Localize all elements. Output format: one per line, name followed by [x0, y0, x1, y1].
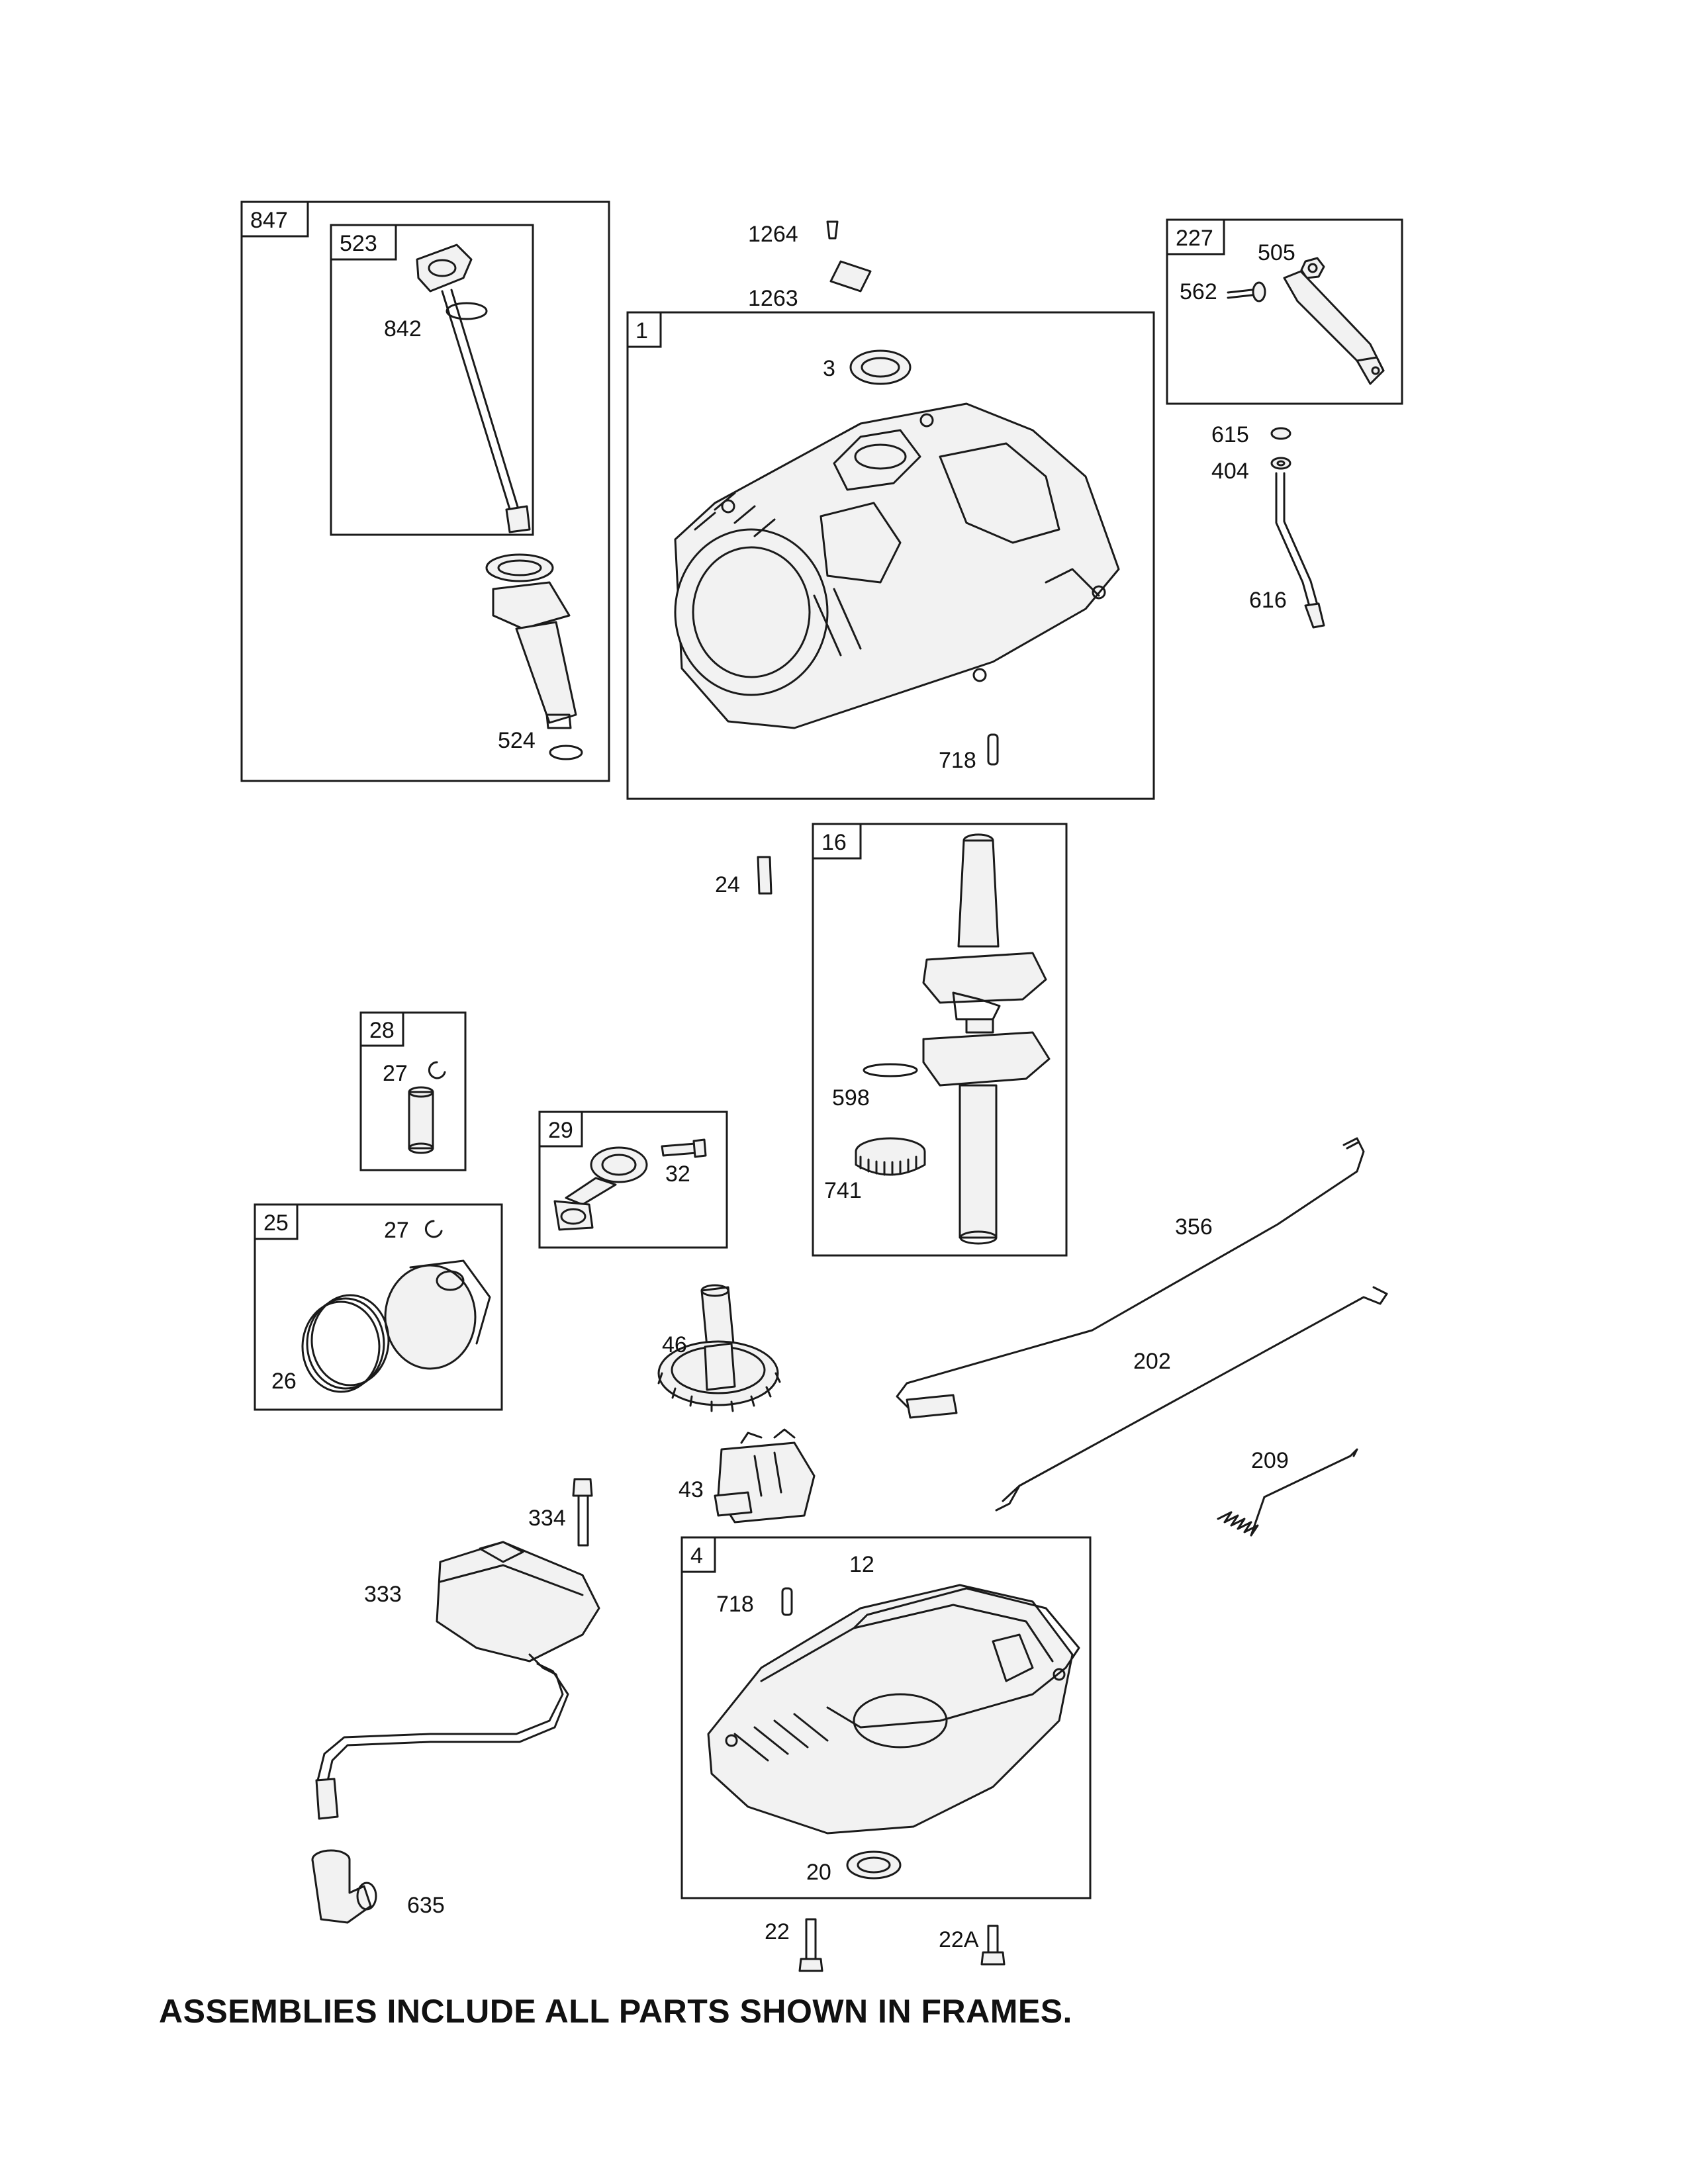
- cylinder-block-part: [674, 402, 1120, 729]
- gear-741-part: [855, 1137, 926, 1176]
- callout-24: 24: [715, 872, 740, 897]
- callout-404: 404: [1211, 459, 1249, 484]
- callout-209: 209: [1251, 1448, 1289, 1473]
- frame-227: 227 505 562: [1166, 218, 1403, 405]
- piston-part: [384, 1259, 491, 1370]
- sump-part: [707, 1584, 1080, 1835]
- callout-616: 616: [1249, 588, 1287, 613]
- frame-847-number: 847: [250, 208, 288, 233]
- frame-28: 28 27: [359, 1011, 467, 1171]
- dowel-718-part: [987, 733, 999, 766]
- frame-16-number: 16: [821, 830, 847, 855]
- nut-505-part: [1300, 257, 1325, 279]
- callout-562: 562: [1180, 279, 1217, 304]
- assemblies-note: ASSEMBLIES INCLUDE ALL PARTS SHOWN IN FR…: [159, 1993, 1072, 2030]
- frame-28-number: 28: [369, 1018, 395, 1043]
- callout-27-lower: 27: [384, 1218, 409, 1243]
- callout-46: 46: [662, 1332, 687, 1357]
- ring-598-part: [863, 1063, 918, 1077]
- callout-524: 524: [498, 728, 536, 753]
- callout-334: 334: [528, 1506, 566, 1531]
- plate-1263-part: [829, 260, 872, 293]
- frame-29-number: 29: [548, 1118, 573, 1143]
- callout-32: 32: [665, 1161, 690, 1187]
- bolt-22-part: [798, 1918, 823, 1972]
- governor-43-part: [714, 1428, 816, 1524]
- boot-635-part: [311, 1849, 377, 1924]
- frame-25: 25 27 26: [254, 1203, 503, 1411]
- bolt-22A-part: [980, 1925, 1006, 1966]
- callout-22: 22: [765, 1919, 790, 1944]
- frame-1-number: 1: [635, 318, 648, 343]
- frame-227-number: 227: [1176, 226, 1213, 251]
- connecting-rod-part: [553, 1146, 648, 1231]
- callout-718-top: 718: [939, 748, 976, 773]
- linkage-356-part: [896, 1137, 1365, 1419]
- callout-22A: 22A: [939, 1927, 979, 1952]
- callout-718-sump: 718: [716, 1592, 754, 1617]
- retainer-27-top-part: [428, 1061, 446, 1079]
- bolt-32-part: [661, 1138, 707, 1158]
- callout-1264: 1264: [748, 222, 798, 247]
- governor-shaft-616-part: [1275, 472, 1325, 629]
- washer-615-part: [1270, 427, 1291, 440]
- callout-43: 43: [679, 1477, 704, 1502]
- dipstick-part: [416, 244, 531, 533]
- callout-333: 333: [364, 1582, 402, 1607]
- dipstick-tube-part: [485, 553, 583, 760]
- oil-seal-20-part: [846, 1850, 902, 1880]
- piston-pin-part: [408, 1086, 434, 1154]
- retainer-27-lower-part: [424, 1220, 443, 1238]
- frame-25-number: 25: [263, 1210, 289, 1236]
- callout-3: 3: [823, 356, 835, 381]
- callout-26: 26: [271, 1369, 297, 1394]
- dowel-718-sump-part: [781, 1587, 793, 1616]
- washer-404-part: [1270, 457, 1291, 470]
- spring-209-part: [1217, 1448, 1358, 1537]
- frame-29: 29 32: [538, 1111, 728, 1249]
- frame-4-number: 4: [690, 1543, 703, 1569]
- frame-523: 523: [330, 224, 534, 536]
- bolt-1264-part: [826, 220, 839, 240]
- frame-523-number: 523: [340, 231, 377, 256]
- frame-4: 4 12 718 20: [680, 1536, 1092, 1899]
- frame-847: 847 523 842 524: [240, 201, 610, 782]
- linkage-202-part: [995, 1286, 1388, 1512]
- callout-842: 842: [384, 316, 422, 341]
- crankshaft-part: [922, 833, 1051, 1245]
- callout-20: 20: [806, 1860, 831, 1885]
- piston-rings-26-part: [301, 1294, 390, 1393]
- camshaft-46-part: [657, 1284, 781, 1412]
- bolt-562-part: [1227, 281, 1266, 302]
- key-24-part: [757, 856, 773, 895]
- bolt-334-part: [572, 1478, 593, 1547]
- frame-16: 16 598 741: [812, 823, 1068, 1257]
- governor-lever-part: [1283, 270, 1385, 385]
- callout-505: 505: [1258, 240, 1295, 265]
- callout-741: 741: [824, 1178, 862, 1203]
- frame-1: 1 3 718: [626, 311, 1155, 800]
- callout-635: 635: [407, 1893, 445, 1918]
- callout-202: 202: [1133, 1349, 1171, 1374]
- armature-333-part: [315, 1541, 600, 1820]
- callout-615: 615: [1211, 422, 1249, 447]
- callout-12: 12: [849, 1552, 874, 1577]
- callout-598: 598: [832, 1085, 870, 1111]
- callout-27-top: 27: [383, 1061, 408, 1086]
- callout-1263: 1263: [748, 286, 798, 311]
- oil-seal-3-part: [849, 349, 912, 385]
- callout-356: 356: [1175, 1214, 1213, 1240]
